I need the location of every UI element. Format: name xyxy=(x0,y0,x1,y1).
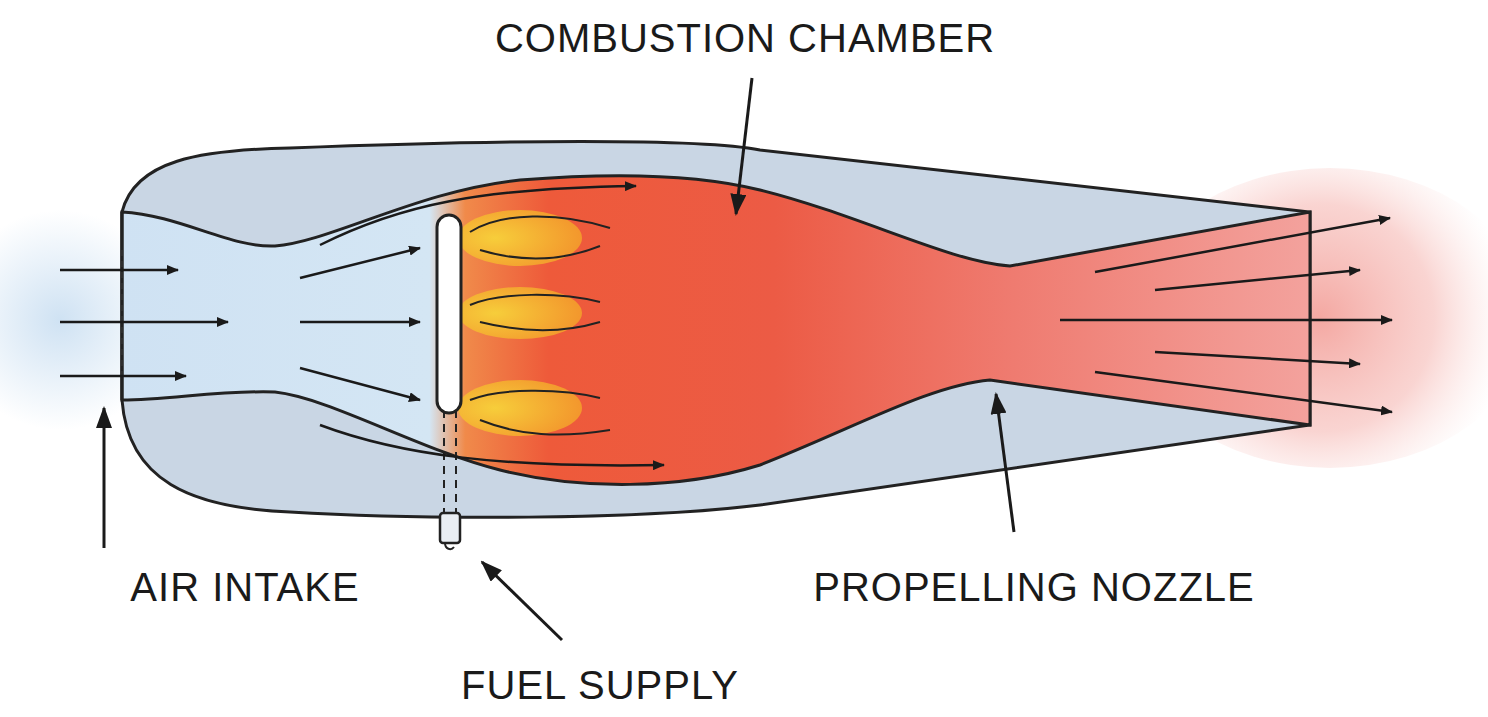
part-label: AIR INTAKE xyxy=(130,567,359,607)
part-label: FUEL SUPPLY xyxy=(461,665,739,705)
part-label: COMBUSTION CHAMBER xyxy=(495,18,995,58)
part-label: PROPELLING NOZZLE xyxy=(813,567,1255,607)
